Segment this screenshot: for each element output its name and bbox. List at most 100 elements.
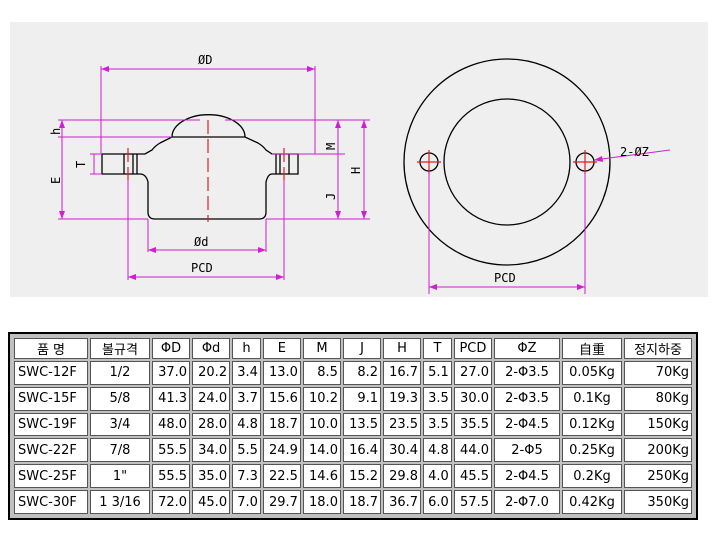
table-cell: 18.7 xyxy=(262,412,301,437)
table-cell: 9.1 xyxy=(342,386,382,411)
table-header-row: 품 명 볼규격 ΦD Φd h E M J H T PCD ΦZ 自重 정지하중 xyxy=(14,338,692,359)
table-cell: 0.05Kg xyxy=(562,361,622,385)
label-phi-D: ØD xyxy=(198,53,212,67)
table-cell: 16.4 xyxy=(342,438,382,463)
table-cell: 2-Φ4.5 xyxy=(494,464,560,489)
table-cell: 15.2 xyxy=(342,464,382,489)
table-cell: 1/2 xyxy=(90,361,150,385)
dimension-arrows xyxy=(59,66,367,280)
table-cell: 7/8 xyxy=(90,438,150,463)
table-cell: 29.7 xyxy=(262,490,301,514)
arrow xyxy=(335,120,341,128)
side-dimension-lines xyxy=(58,66,370,280)
table-cell: 44.0 xyxy=(453,438,492,463)
table-cell: 10.0 xyxy=(302,412,341,437)
arrow xyxy=(361,211,367,219)
table-cell: SWC-30F xyxy=(14,490,88,514)
header-cell: Φd xyxy=(192,338,231,359)
table-cell: 1 3/16 xyxy=(90,490,150,514)
table-cell: 14.0 xyxy=(302,438,341,463)
arrow xyxy=(59,120,65,128)
header-cell: ΦZ xyxy=(494,338,560,359)
arrow xyxy=(594,156,603,162)
table-cell: 30.0 xyxy=(453,386,492,411)
table-cell: 2-Φ3.5 xyxy=(494,386,560,411)
table-cell: 48.0 xyxy=(152,412,191,437)
table-cell: 2-Φ5 xyxy=(494,438,560,463)
side-view xyxy=(101,114,299,220)
side-centerlines xyxy=(127,120,285,222)
arrow xyxy=(148,247,156,253)
flange-outer-circle xyxy=(403,58,611,266)
label-pcd-top: PCD xyxy=(494,271,516,285)
table-cell: 55.5 xyxy=(152,464,191,489)
label-T: T xyxy=(74,161,88,168)
table-cell: SWC-15F xyxy=(14,386,88,411)
table-cell: 0.42Kg xyxy=(562,490,622,514)
ball-dome-outline xyxy=(171,114,246,138)
table-cell: 2-Φ7.0 xyxy=(494,490,560,514)
header-cell: h xyxy=(232,338,261,359)
table-cell: 34.0 xyxy=(192,438,231,463)
header-cell: PCD xyxy=(453,338,492,359)
table-cell: 55.5 xyxy=(152,438,191,463)
label-M: M xyxy=(324,143,338,150)
leader-hole xyxy=(593,149,671,161)
table-cell: 4.8 xyxy=(232,412,261,437)
table-cell: 350Kg xyxy=(624,490,692,514)
table-cell: 20.2 xyxy=(192,361,231,385)
table-cell: 16.7 xyxy=(383,361,422,385)
label-J: J xyxy=(324,193,338,200)
arrow xyxy=(307,66,315,72)
label-h: h xyxy=(49,128,63,135)
table-cell: 13.0 xyxy=(262,361,301,385)
arrow xyxy=(361,120,367,128)
table-cell: 13.5 xyxy=(342,412,382,437)
arrow xyxy=(101,66,109,72)
table-cell: 72.0 xyxy=(152,490,191,514)
table-cell: 41.3 xyxy=(152,386,191,411)
table-cell: 7.3 xyxy=(232,464,261,489)
header-cell: 정지하중 xyxy=(624,338,692,359)
table-cell: 3.5 xyxy=(423,412,452,437)
top-hole-centerlines xyxy=(417,150,597,174)
header-cell: ΦD xyxy=(152,338,191,359)
table-cell: 0.12Kg xyxy=(562,412,622,437)
table-cell: 14.6 xyxy=(302,464,341,489)
arrow xyxy=(335,211,341,219)
table-cell: 2-Φ4.5 xyxy=(494,412,560,437)
table-cell: 35.0 xyxy=(192,464,231,489)
table-cell: 8.2 xyxy=(342,361,382,385)
table-cell: 4.8 xyxy=(423,438,452,463)
table-cell: 45.5 xyxy=(453,464,492,489)
table-cell: 15.6 xyxy=(262,386,301,411)
table-cell: SWC-25F xyxy=(14,464,88,489)
arrow xyxy=(258,247,266,253)
top-arrows xyxy=(429,156,603,290)
table-cell: 5.1 xyxy=(423,361,452,385)
arrow xyxy=(276,274,284,280)
housing-inner-circle xyxy=(443,98,571,226)
table-cell: 200Kg xyxy=(624,438,692,463)
label-H: H xyxy=(349,167,363,174)
table-cell: 37.0 xyxy=(152,361,191,385)
header-cell: M xyxy=(302,338,341,359)
table-cell: 6.0 xyxy=(423,490,452,514)
label-pcd-side: PCD xyxy=(191,261,213,275)
table-cell: SWC-12F xyxy=(14,361,88,385)
table-cell: 0.25Kg xyxy=(562,438,622,463)
header-cell: E xyxy=(262,338,301,359)
header-cell: H xyxy=(383,338,422,359)
table-cell: 3.7 xyxy=(232,386,261,411)
table-cell: SWC-19F xyxy=(14,412,88,437)
label-hole: 2-ØZ xyxy=(620,145,649,159)
header-cell: T xyxy=(423,338,452,359)
table-cell: 8.5 xyxy=(302,361,341,385)
table-cell: 70Kg xyxy=(624,361,692,385)
table-cell: 24.9 xyxy=(262,438,301,463)
table-cell: 150Kg xyxy=(624,412,692,437)
